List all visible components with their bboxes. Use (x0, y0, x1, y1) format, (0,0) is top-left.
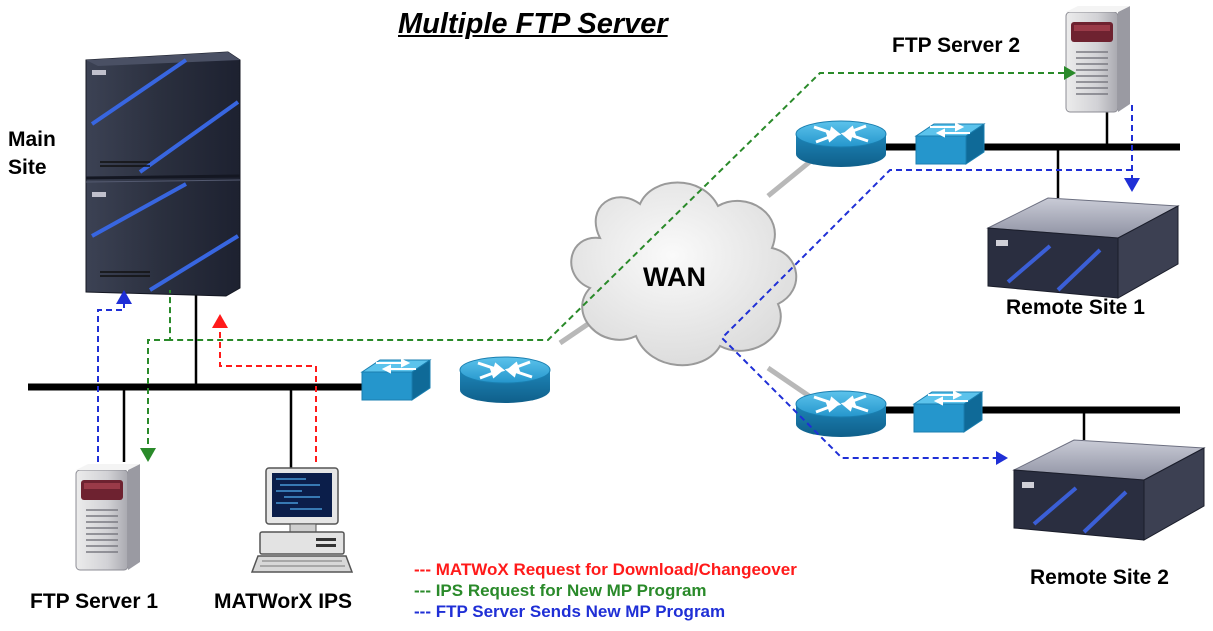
wan-label: WAN (643, 262, 706, 292)
blue-flow-path (97, 105, 1133, 462)
main-site-label-line1: Main (8, 128, 56, 151)
ftp-server-icon (1065, 5, 1131, 113)
remote-site-1-label: Remote Site 1 (1006, 296, 1145, 319)
switch-icon (361, 359, 431, 401)
red-flow-path (219, 326, 317, 462)
switch-icon (915, 123, 985, 165)
remote-pbx-icon (986, 196, 1180, 300)
page-title: Multiple FTP Server (398, 8, 668, 40)
switch-icon (913, 391, 983, 433)
matworx-ips-label: MATWorX IPS (214, 590, 353, 613)
router-icon (458, 355, 552, 405)
pbx-cabinet-icon (85, 51, 241, 297)
remote-site-2-label: Remote Site 2 (1030, 566, 1169, 589)
router-icon (794, 119, 888, 169)
legend-item-green: --- IPS Request for New MP Program (414, 581, 707, 600)
ftp-server-icon (75, 463, 141, 571)
green-flow-path (147, 72, 1064, 448)
main-site-label-line2: Site (8, 156, 47, 179)
ftp-server-1-label: FTP Server 1 (30, 590, 159, 613)
legend-item-blue: --- FTP Server Sends New MP Program (414, 602, 726, 621)
remote-pbx-icon (1012, 438, 1206, 542)
workstation-icon (250, 467, 354, 573)
ftp-server-2-label: FTP Server 2 (892, 34, 1021, 57)
legend-item-red: --- MATWoX Request for Download/Changeov… (414, 560, 797, 579)
legend: --- MATWoX Request for Download/Changeov… (414, 559, 797, 622)
router-icon (794, 389, 888, 439)
